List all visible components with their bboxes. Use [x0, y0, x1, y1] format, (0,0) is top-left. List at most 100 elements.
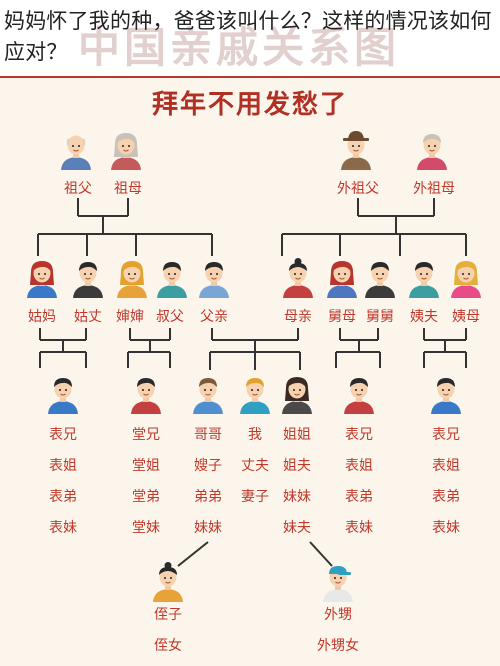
- person-icon: [323, 566, 353, 602]
- person-icon: [157, 262, 187, 298]
- avatar-maternal-aunt: [448, 258, 484, 302]
- cousin-label: 表兄: [345, 427, 373, 443]
- avatar-cousin-maternal-uncle: [341, 374, 377, 418]
- person-icon: [283, 258, 313, 298]
- person-icon: [365, 262, 395, 298]
- person-icon: [409, 262, 439, 298]
- label-uncle-wife: 婶婶: [116, 309, 144, 325]
- person-icon: [193, 378, 223, 414]
- label-maternal-aunt-husband: 姨夫: [410, 309, 438, 325]
- cousins-paternal-aunt-list: 表兄 表姐 表弟 表妹: [49, 420, 77, 544]
- sibling-label: 嫂子: [194, 458, 222, 474]
- sibling-label: 妹夫: [283, 520, 311, 536]
- sibling-label: 妻子: [241, 489, 269, 505]
- siblings-sister-list: 姐姐 姐夫 妹妹 妹夫: [283, 420, 311, 544]
- sibling-label: 妹妹: [194, 520, 222, 536]
- person-icon: [73, 262, 103, 298]
- cousin-label: 表弟: [345, 489, 373, 505]
- connector-aunt-paternal-couple: [39, 328, 87, 368]
- person-icon: [282, 377, 312, 414]
- cousin-label: 表妹: [345, 520, 373, 536]
- label-aunt-husband: 姑丈: [74, 309, 102, 325]
- avatar-paternal-grandmother: [108, 130, 144, 174]
- person-icon: [153, 562, 183, 602]
- cousin-label: 表妹: [432, 520, 460, 536]
- person-icon: [61, 135, 91, 170]
- cousin-label: 堂弟: [132, 489, 160, 505]
- avatar-uncle-wife: [114, 258, 150, 302]
- connector-maternal-aunt-couple: [423, 328, 467, 368]
- avatar-aunt-husband: [70, 258, 106, 302]
- avatar-aunt-paternal: [24, 258, 60, 302]
- sibling-label: 姐夫: [283, 458, 311, 474]
- cousin-label: 堂兄: [132, 427, 160, 443]
- connector-sister-to-nephew: [309, 541, 333, 567]
- next-gen-label: 外甥: [324, 607, 352, 623]
- avatar-maternal-uncle: [362, 258, 398, 302]
- cousin-label: 表妹: [49, 520, 77, 536]
- person-icon: [451, 261, 481, 298]
- article-headline: 妈妈怀了我的种，爸爸该叫什么？这样的情况该如何应对？: [4, 9, 492, 64]
- person-icon: [327, 261, 357, 298]
- next-gen-label: 侄女: [154, 638, 182, 654]
- avatar-cousin-paternal-aunt: [45, 374, 81, 418]
- cousins-tang-list: 堂兄 堂姐 堂弟 堂妹: [132, 420, 160, 544]
- label-mother: 母亲: [284, 309, 312, 325]
- avatar-maternal-uncle-wife: [324, 258, 360, 302]
- avatar-cousin-tang: [128, 374, 164, 418]
- sibling-label: 弟弟: [194, 489, 222, 505]
- cousin-label: 表兄: [49, 427, 77, 443]
- sibling-label: 我: [248, 427, 262, 443]
- cousin-label: 表姐: [49, 458, 77, 474]
- next-gen-label: 外甥女: [317, 638, 359, 654]
- cousins-maternal-uncle-list: 表兄 表姐 表弟 表妹: [345, 420, 373, 544]
- connector-maternal-uncle-couple: [335, 328, 381, 368]
- person-icon: [417, 134, 447, 170]
- label-paternal-grandmother: 祖母: [114, 181, 142, 197]
- avatar-mother: [280, 258, 316, 302]
- person-icon: [341, 131, 371, 170]
- avatar-paternal-grandfather: [58, 130, 94, 174]
- avatar-maternal-grandfather: [338, 130, 374, 174]
- sibling-label: 妹妹: [283, 489, 311, 505]
- avatar-nephew: [320, 562, 356, 606]
- next-gen-left-list: 侄子 侄女: [154, 600, 182, 662]
- label-maternal-grandmother: 外祖母: [413, 181, 455, 197]
- next-gen-label: 侄子: [154, 607, 182, 623]
- label-aunt-paternal: 姑妈: [28, 309, 56, 325]
- person-icon: [27, 261, 57, 298]
- cousin-label: 堂姐: [132, 458, 160, 474]
- cousin-label: 表兄: [432, 427, 460, 443]
- watermark: 中国亲戚关系图: [78, 23, 401, 72]
- connector-maternal-grandparents: [281, 198, 467, 256]
- avatar-maternal-grandmother: [414, 130, 450, 174]
- label-maternal-uncle-wife: 舅母: [328, 309, 356, 325]
- connector-uncle-couple: [127, 328, 171, 368]
- label-maternal-grandfather: 外祖父: [337, 181, 379, 197]
- label-maternal-aunt: 姨母: [452, 309, 480, 325]
- avatar-me: [237, 374, 273, 418]
- cousins-maternal-aunt-list: 表兄 表姐 表弟 表妹: [432, 420, 460, 544]
- avatar-father: [196, 258, 232, 302]
- sibling-label: 姐姐: [283, 427, 311, 443]
- label-uncle: 叔父: [156, 309, 184, 325]
- connector-brother-to-niece: [177, 541, 209, 567]
- poster-title: 拜年不用发愁了: [151, 90, 348, 120]
- person-icon: [48, 378, 78, 414]
- cousin-label: 表弟: [432, 489, 460, 505]
- avatar-niece: [150, 562, 186, 606]
- person-icon: [117, 261, 147, 298]
- avatar-sister: [279, 374, 315, 418]
- label-paternal-grandfather: 祖父: [64, 181, 92, 197]
- siblings-brother-list: 哥哥 嫂子 弟弟 妹妹: [194, 420, 222, 544]
- cousin-label: 表弟: [49, 489, 77, 505]
- person-icon: [131, 378, 161, 414]
- cousin-label: 表姐: [432, 458, 460, 474]
- next-gen-right-list: 外甥 外甥女: [317, 600, 359, 662]
- family-tree-poster: [0, 76, 500, 666]
- sibling-label: 哥哥: [194, 427, 222, 443]
- cousin-label: 表姐: [345, 458, 373, 474]
- avatar-maternal-aunt-husband: [406, 258, 442, 302]
- person-icon: [199, 262, 229, 298]
